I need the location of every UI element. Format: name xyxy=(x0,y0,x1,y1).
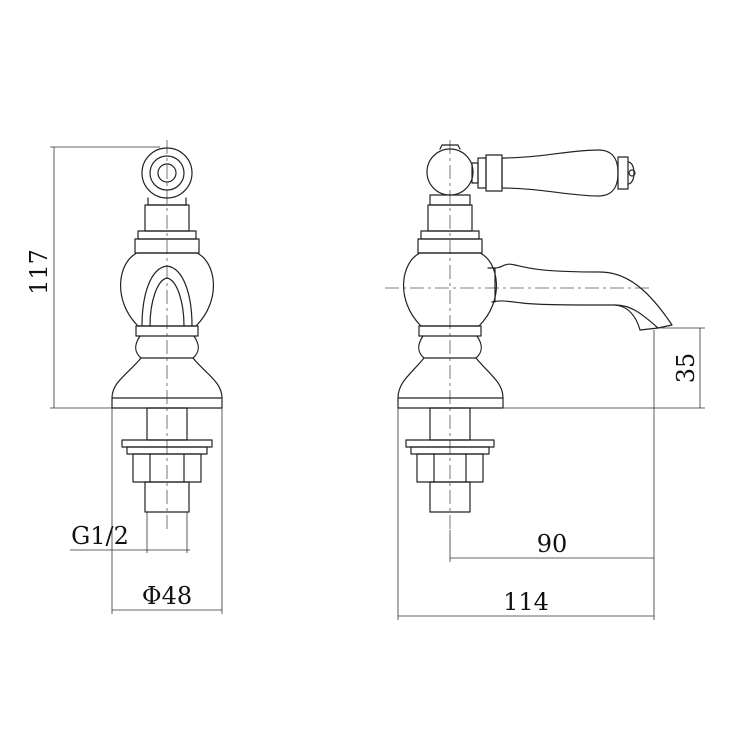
spout-underside xyxy=(614,304,641,331)
front-thread xyxy=(144,481,190,513)
front-view: 117 G1/2 Φ48 xyxy=(25,140,223,614)
side-handle-cap xyxy=(439,144,461,150)
front-spout-outer xyxy=(141,265,193,327)
thread-label: G1/2 xyxy=(71,522,129,550)
side-waist-ring xyxy=(418,325,482,337)
lever-grip xyxy=(501,149,619,197)
lever-end-ring xyxy=(617,156,629,190)
reach-label: 90 xyxy=(537,530,568,558)
side-bell-base xyxy=(397,357,504,409)
lever-end-dot xyxy=(628,169,636,177)
spout-body xyxy=(487,263,673,329)
front-waist-ring xyxy=(135,325,199,337)
lever-collar-1 xyxy=(477,157,487,189)
diameter-label: Φ48 xyxy=(142,582,192,610)
front-height-label: 117 xyxy=(25,249,53,295)
front-waist-bulge xyxy=(135,335,199,359)
front-spout-inner xyxy=(149,277,185,327)
lever-collar-2 xyxy=(485,154,503,192)
front-handle-ring-mid xyxy=(149,155,185,191)
lever-end-cap xyxy=(627,161,635,185)
spout-tip xyxy=(639,327,659,331)
front-handle-ring-outer xyxy=(141,147,193,199)
front-handle-ring-inner xyxy=(157,163,177,183)
spout-height-label: 35 xyxy=(672,353,700,384)
overall-label: 114 xyxy=(503,588,549,616)
side-waist-bulge xyxy=(418,335,482,359)
side-thread xyxy=(429,481,471,513)
side-view: 35 90 114 xyxy=(385,140,705,620)
